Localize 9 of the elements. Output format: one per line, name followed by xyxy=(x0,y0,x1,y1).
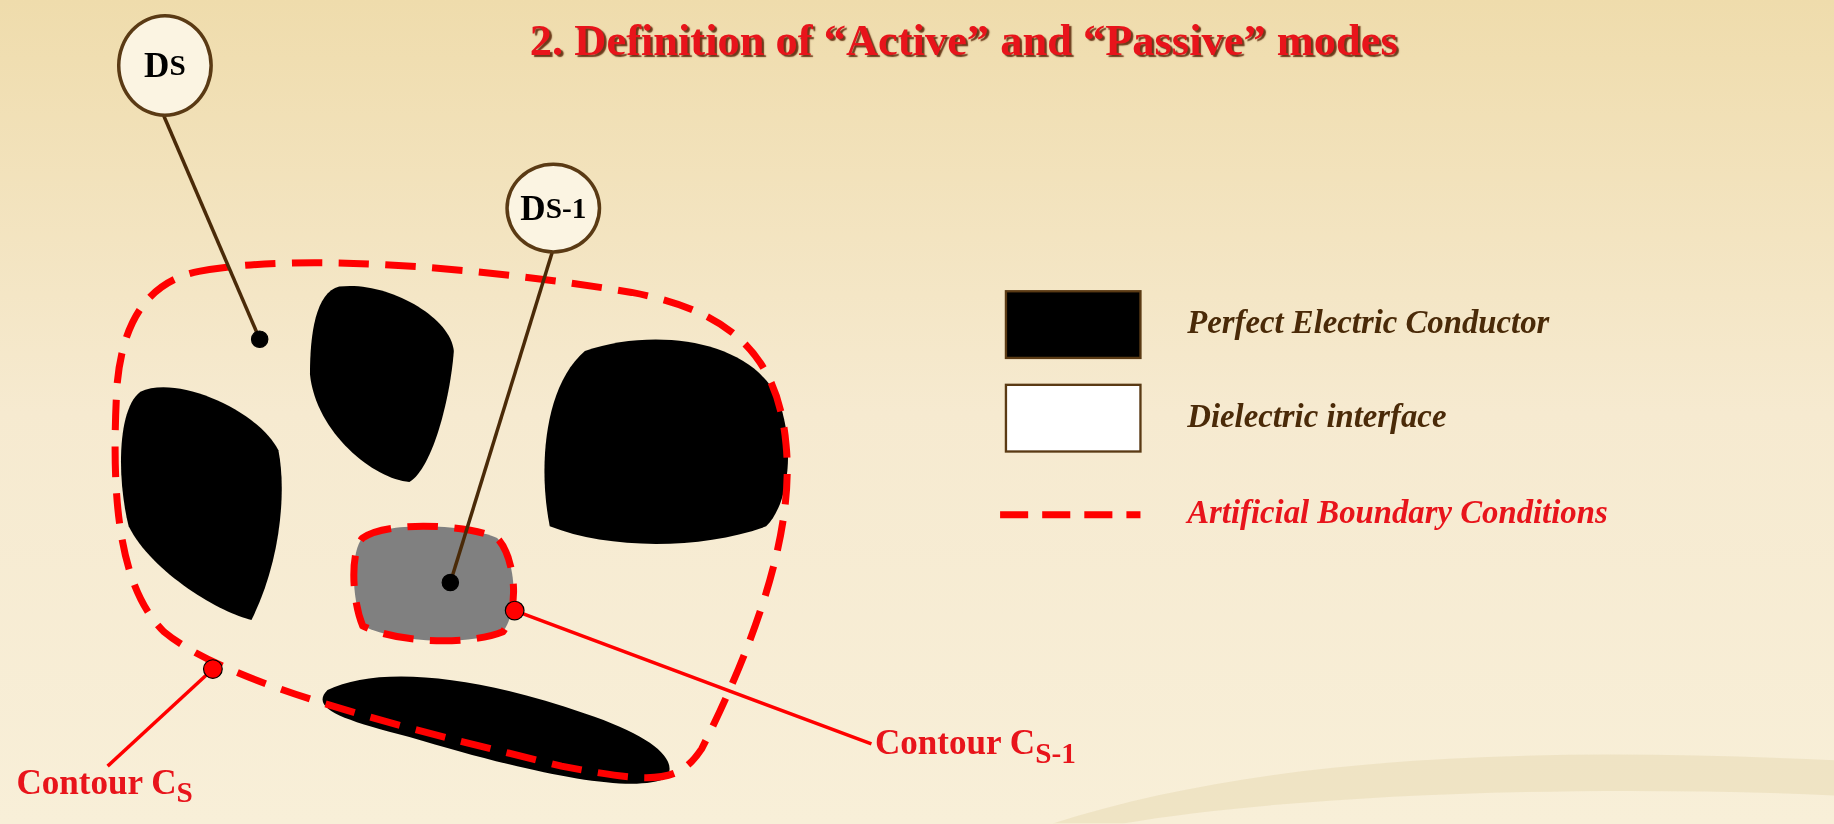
leader-line xyxy=(106,659,223,768)
leader-line xyxy=(504,600,873,746)
contour-label: Contour C$_{S}$ xyxy=(16,762,193,810)
legend-text: Perfect Electric Conductor xyxy=(1187,304,1550,342)
contour-label: Contour C$_{S-1}$ xyxy=(874,722,1076,770)
slide-title: 2. Definition of “Active” and “Passive” modes xyxy=(529,15,1398,65)
legend-text: Artificial Boundary Conditions xyxy=(1187,493,1608,532)
legend-text: Dielectric interface xyxy=(1187,397,1447,436)
leader-line xyxy=(162,115,269,348)
